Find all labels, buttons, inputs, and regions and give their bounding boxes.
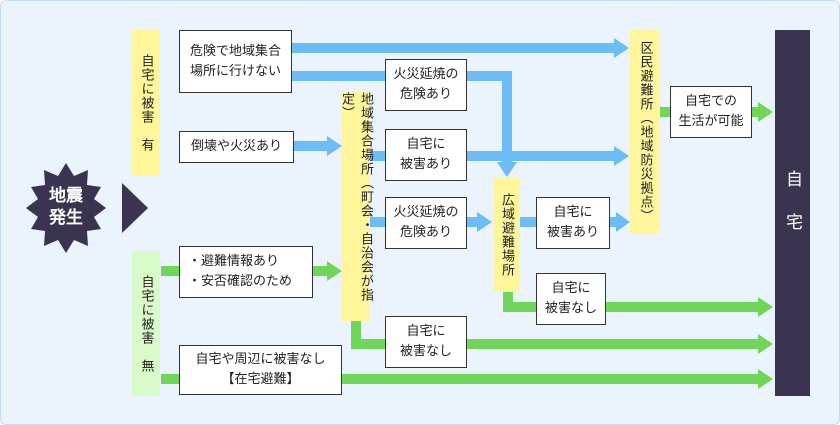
fire2-line1: 火災延焼の [393, 205, 459, 220]
home-damage2-line1: 自宅に [553, 205, 593, 220]
home-damage-box-2: 自宅に 被害あり [536, 197, 610, 249]
arrow-wide-area-to-home-damage2 [520, 217, 536, 227]
arrow-head-ward-shelter-top [614, 38, 629, 58]
home-no-damage-box-2: 自宅に 被害なし [536, 273, 606, 325]
arrow-ward-shelter-to-can-live [660, 107, 670, 117]
can-live-line2: 生活が可能 [678, 114, 744, 129]
wide-area-evacuation-site: 広域避難場所 [493, 177, 520, 292]
can-live-line1: 自宅での [684, 94, 737, 109]
fire2-line2: 危険あり [399, 225, 452, 240]
arrow-head-home-no-damage1 [758, 334, 773, 354]
arrow-can-live-to-home [752, 107, 758, 117]
arrow-head-ward-shelter-mid [614, 146, 629, 166]
arrow-no-damage2-to-home [606, 302, 758, 312]
arrow-home-damage1-to-ward-shelter [467, 151, 614, 161]
fire-spread-risk-box-1: 火災延焼の 危険あり [385, 59, 467, 111]
arrow-danger-to-fire1 [292, 71, 385, 81]
home-damage2-line2: 被害あり [546, 225, 599, 240]
home-damage1-line1: 自宅に [406, 137, 446, 152]
arrow-no-damage1-to-home [467, 339, 758, 349]
arrow-fire1-to-wide-area-v [502, 71, 512, 162]
arrow-gathering-to-no-damage1-row [351, 339, 385, 349]
earthquake-line1: 地震 [49, 186, 83, 206]
collapse-fire-box: 倒壊や火災あり [179, 131, 294, 163]
home-no-damage-box-1: 自宅に 被害なし [385, 316, 467, 368]
home-no-damage1-line1: 自宅に [406, 324, 446, 339]
danger-cannot-reach-box: 危険で地域集合 場所に行けない [179, 30, 292, 93]
home-damage-box-1: 自宅に 被害あり [385, 129, 467, 181]
arrow-head-wide-area-top [497, 162, 517, 177]
arrow-head-home-stay [758, 369, 773, 389]
home-destination: 自宅 [775, 30, 810, 396]
evac-info-box: ・避難情報あり ・安否確認のため [179, 246, 313, 298]
arrow-head-home-can-live [758, 102, 773, 122]
arrow-danger-to-ward-shelter [292, 43, 614, 53]
arrow-head-gathering-info [327, 261, 342, 281]
no-damage-stay-home-box: 自宅や周辺に被害なし 【在宅避難】 [179, 345, 342, 395]
arrow-stay-home-to-home [342, 374, 758, 384]
fire-spread-risk-box-2: 火災延焼の 危険あり [385, 197, 467, 249]
info-line2: ・安否確認のため [188, 274, 293, 289]
ward-evacuation-shelter: 区民避難所（地域防災拠点） [630, 30, 660, 234]
no-damage-line2: 【在宅避難】 [221, 372, 300, 387]
info-line1: ・避難情報あり [188, 254, 280, 269]
earthquake-line2: 発生 [49, 208, 83, 228]
arrow-info-to-gathering [161, 266, 179, 276]
arrow-wide-area-down [503, 292, 513, 310]
earthquake-burst-shape [26, 163, 106, 253]
fire1-line1: 火災延焼の [393, 67, 459, 82]
arrow-home-damage2-to-ward-shelter [610, 217, 616, 227]
regional-gathering-place: 地域集合場所（町会・自治会が指定） [339, 92, 373, 321]
arrow-head-ward-shelter-bottom [616, 212, 630, 232]
arrow-gathering-to-home-damage1 [370, 151, 385, 161]
arrow-info-box-to-gathering [313, 266, 327, 276]
damage-no-label: 自宅に被害 無 [132, 251, 160, 396]
arrow-head-wide-area-left [477, 212, 492, 232]
arrow-head-gathering-collapse [327, 136, 342, 156]
arrow-gathering-down [351, 321, 361, 347]
home-no-damage2-line2: 被害なし [544, 301, 597, 316]
home-damage1-line2: 被害あり [399, 157, 452, 172]
fire1-line2: 危険あり [399, 87, 452, 102]
damage-yes-label: 自宅に被害 有 [132, 30, 160, 176]
earthquake-label: 地震 発生 [26, 177, 106, 237]
can-live-at-home-box: 自宅での 生活が可能 [670, 86, 752, 138]
danger-line1: 危険で地域集合 [189, 43, 281, 59]
arrow-collapse-to-gathering [294, 141, 327, 151]
arrow-no-damage-green-label [161, 374, 179, 384]
danger-line2: 場所に行けない [189, 63, 281, 79]
arrow-fire2-to-wide-area [467, 217, 477, 227]
arrow-fire1-to-wide-area-h [467, 71, 512, 81]
arrow-wide-area-to-no-damage2 [503, 302, 536, 312]
home-no-damage2-line1: 自宅に [551, 281, 591, 296]
home-no-damage1-line2: 被害なし [399, 344, 452, 359]
earthquake-arrow-icon [122, 183, 148, 233]
arrow-head-home-no-damage2 [758, 297, 773, 317]
arrow-gathering-to-fire2 [370, 217, 385, 227]
no-damage-line1: 自宅や周辺に被害なし [195, 352, 326, 367]
